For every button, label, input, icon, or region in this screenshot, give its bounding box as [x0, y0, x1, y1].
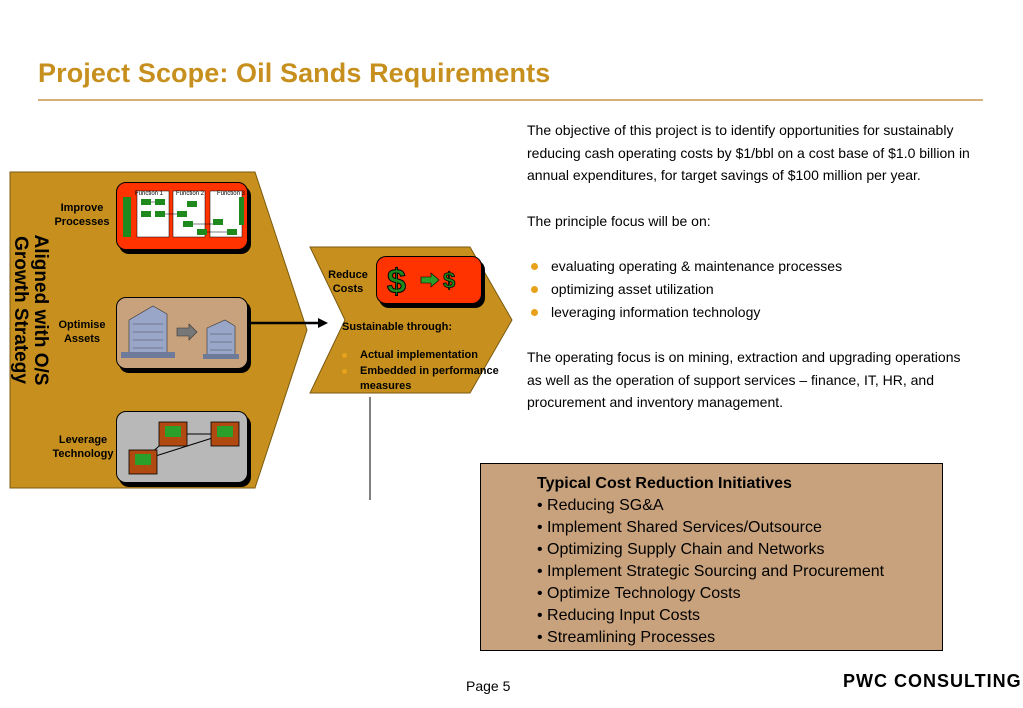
list-item: • Streamlining Processes: [537, 629, 716, 646]
buildings-icon: [121, 305, 239, 359]
dollar-reduction-icon: $ $: [387, 263, 456, 302]
process-map-panel: Function 1 Function 2 Function 3: [116, 182, 248, 250]
focus-intro: The principle focus will be on:: [527, 212, 711, 229]
objective-text: The objective of this project is to iden…: [527, 119, 977, 414]
optimise-assets-label: Optimise Assets: [58, 319, 106, 345]
cost-initiatives-title: Typical Cost Reduction Initiatives: [537, 475, 792, 492]
objective-paragraph: The objective of this project is to iden…: [527, 122, 970, 184]
list-item: • Reducing SG&A: [537, 497, 664, 514]
list-item: leveraging information technology: [527, 301, 977, 324]
process-map-icon: [123, 190, 244, 238]
page-number: Page 5: [466, 678, 511, 694]
operating-focus-paragraph: The operating focus is on mining, extrac…: [527, 348, 961, 411]
svg-text:$: $: [443, 268, 455, 293]
reduce-costs-label: Reduce Costs: [328, 269, 368, 295]
svg-text:$: $: [387, 263, 406, 301]
company-logo: PWC CONSULTING: [843, 671, 1022, 691]
leverage-technology-label: Leverage Technology: [52, 434, 114, 460]
strategy-vertical-label: Aligned with O/S Growth Strategy: [10, 234, 51, 386]
list-item: evaluating operating & maintenance proce…: [527, 255, 977, 278]
list-item: • Implement Strategic Sourcing and Procu…: [537, 563, 885, 580]
list-item: • Reducing Input Costs: [537, 607, 701, 624]
reduce-costs-panel: $ $: [376, 256, 482, 304]
sustainable-through-heading: Sustainable through:: [342, 321, 452, 333]
sustain-bullet: Actual implementation: [342, 348, 492, 363]
list-item: optimizing asset utilization: [527, 278, 977, 301]
technology-panel: [116, 411, 248, 483]
list-item: • Optimize Technology Costs: [537, 585, 741, 602]
list-item: • Implement Shared Services/Outsource: [537, 519, 822, 536]
cost-initiatives-box: Typical Cost Reduction Initiatives • Red…: [480, 463, 943, 651]
function-headers: Function 1 Function 2 Function 3: [135, 191, 245, 197]
title-divider: [38, 99, 983, 101]
page-title: Project Scope: Oil Sands Requirements: [38, 58, 551, 88]
improve-processes-label: Improve Processes: [54, 202, 110, 228]
list-item: • Optimizing Supply Chain and Networks: [537, 541, 825, 558]
sustain-bullet: Embedded in performance measures: [342, 364, 502, 394]
strategy-chevron: [9, 171, 513, 500]
focus-list: evaluating operating & maintenance proce…: [527, 255, 977, 323]
assets-panel: [116, 297, 248, 369]
network-icon: [128, 421, 240, 475]
